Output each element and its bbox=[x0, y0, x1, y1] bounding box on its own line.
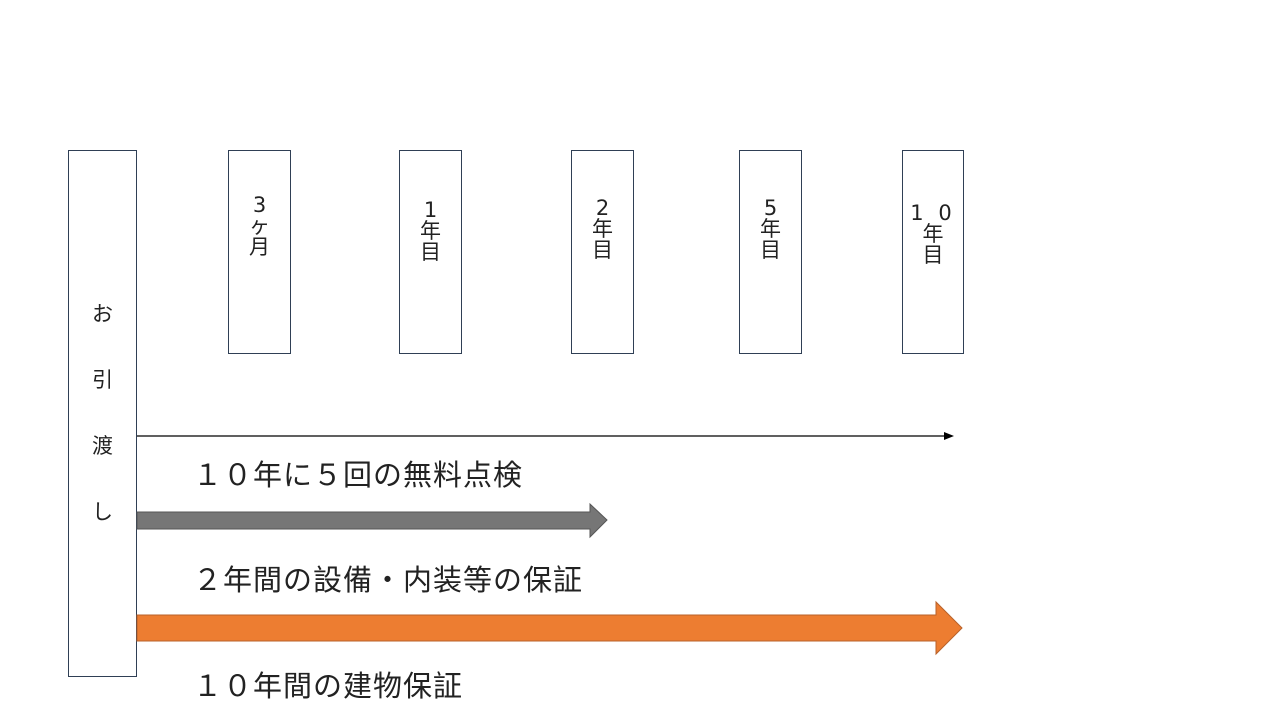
milestone-char: 目 bbox=[420, 239, 441, 264]
milestone-box-5-years: 5 年 目 bbox=[739, 150, 802, 354]
milestone-char: 目 bbox=[922, 242, 944, 267]
milestone-char: 1 0 bbox=[910, 200, 956, 225]
milestone-char: 目 bbox=[592, 237, 613, 262]
building-warranty-caption: １０年間の建物保証 bbox=[193, 669, 464, 703]
milestone-box-10-years: 1 0 年 目 bbox=[902, 150, 964, 354]
milestone-label: 2 年 目 bbox=[592, 195, 613, 262]
inspection-caption: １０年に５回の無料点検 bbox=[193, 458, 524, 492]
equipment-warranty-caption: ２年間の設備・内装等の保証 bbox=[193, 563, 584, 597]
milestone-char: 年 bbox=[592, 216, 613, 241]
equipment-warranty-arrow bbox=[136, 502, 608, 539]
handover-char: 引 bbox=[92, 368, 113, 392]
handover-label: お 引 渡 し bbox=[92, 304, 113, 523]
milestone-label: 5 年 目 bbox=[760, 195, 781, 262]
milestone-char: 目 bbox=[760, 237, 781, 262]
milestone-char: ヶ bbox=[249, 213, 270, 238]
milestone-char: 年 bbox=[760, 216, 781, 241]
milestone-char: 3 bbox=[252, 192, 267, 217]
milestone-label: 3 ヶ 月 bbox=[249, 192, 270, 259]
handover-char: し bbox=[92, 500, 113, 524]
milestone-box-3-months: 3 ヶ 月 bbox=[228, 150, 291, 354]
handover-char: お bbox=[92, 302, 113, 326]
milestone-char: 年 bbox=[922, 221, 944, 246]
milestone-char: 5 bbox=[763, 195, 778, 220]
inspection-arrow-head bbox=[944, 432, 954, 440]
milestone-char: 1 bbox=[423, 197, 438, 222]
handover-char: 渡 bbox=[92, 434, 113, 458]
milestone-box-2-years: 2 年 目 bbox=[571, 150, 634, 354]
milestone-char: 月 bbox=[249, 234, 270, 259]
handover-box: お 引 渡 し bbox=[68, 150, 137, 677]
milestone-label: 1 0 年 目 bbox=[910, 200, 956, 267]
milestone-char: 年 bbox=[420, 218, 441, 243]
milestone-box-1-year: 1 年 目 bbox=[399, 150, 462, 354]
inspection-arrow bbox=[137, 432, 954, 440]
building-warranty-arrow bbox=[136, 600, 963, 656]
milestone-label: 1 年 目 bbox=[420, 197, 441, 264]
milestone-char: 2 bbox=[595, 195, 610, 220]
